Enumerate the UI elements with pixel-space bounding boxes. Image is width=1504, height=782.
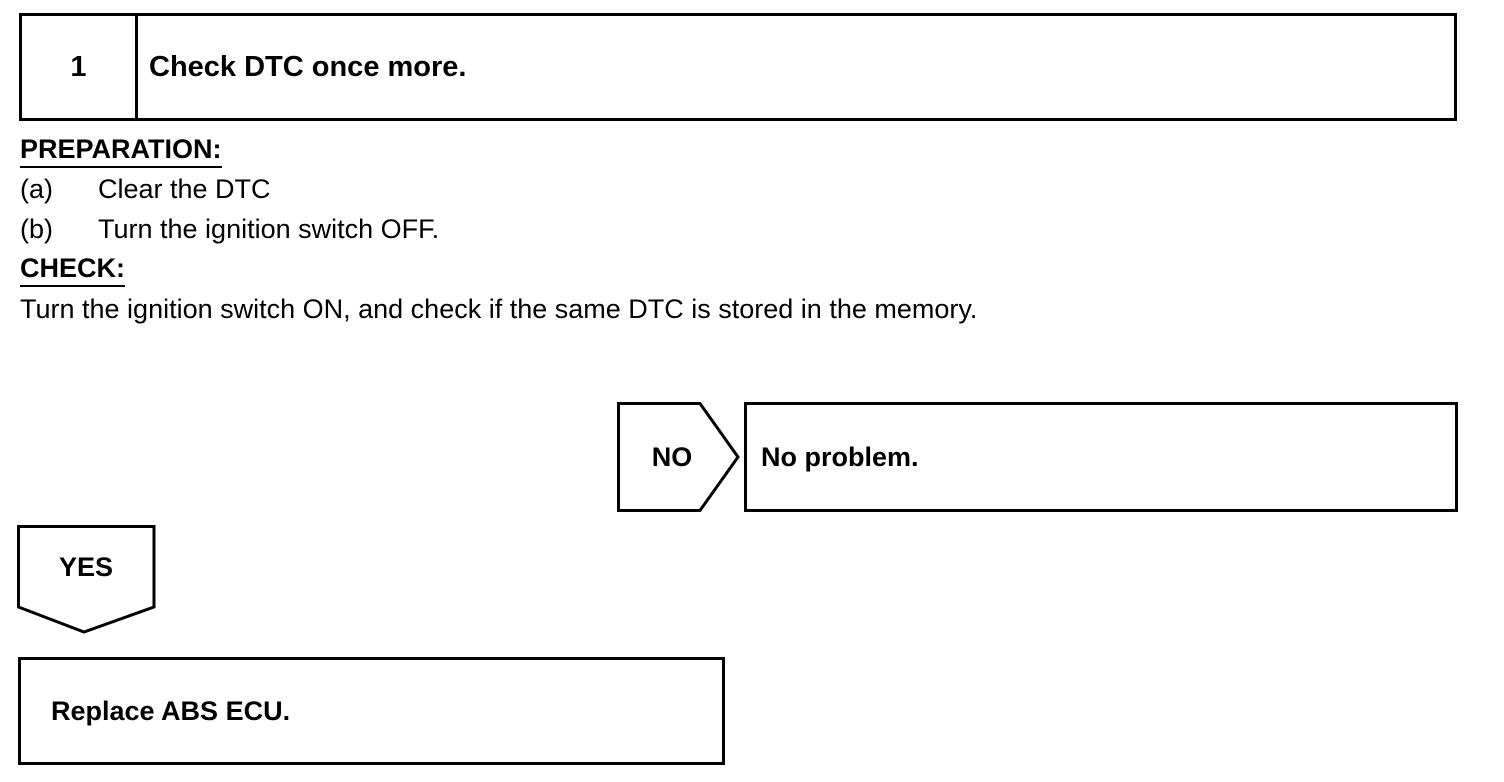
item-marker: (b) [20, 214, 53, 244]
preparation-item-a: (a) Clear the DTC [20, 174, 271, 204]
step-title: Check DTC once more. [149, 50, 467, 83]
preparation-heading: PREPARATION: [20, 134, 222, 168]
check-text: Turn the ignition switch ON, and check i… [20, 294, 978, 324]
check-heading: CHECK: [20, 253, 125, 287]
no-label: NO [651, 441, 693, 472]
yes-label: YES [58, 551, 114, 582]
item-marker: (a) [20, 174, 53, 204]
item-text: Turn the ignition switch OFF. [98, 214, 440, 244]
no-result-box: No problem. [744, 402, 1458, 512]
no-result-text: No problem. [761, 441, 919, 472]
step-number: 1 [22, 16, 138, 118]
item-text: Clear the DTC [98, 174, 271, 204]
yes-result-box: Replace ABS ECU. [18, 657, 725, 765]
step-header: 1 Check DTC once more. [19, 13, 1457, 121]
yes-result-text: Replace ABS ECU. [51, 695, 291, 726]
no-arrow-shape [617, 402, 740, 512]
yes-arrow-shape [17, 525, 156, 634]
preparation-item-b: (b) Turn the ignition switch OFF. [20, 214, 439, 244]
